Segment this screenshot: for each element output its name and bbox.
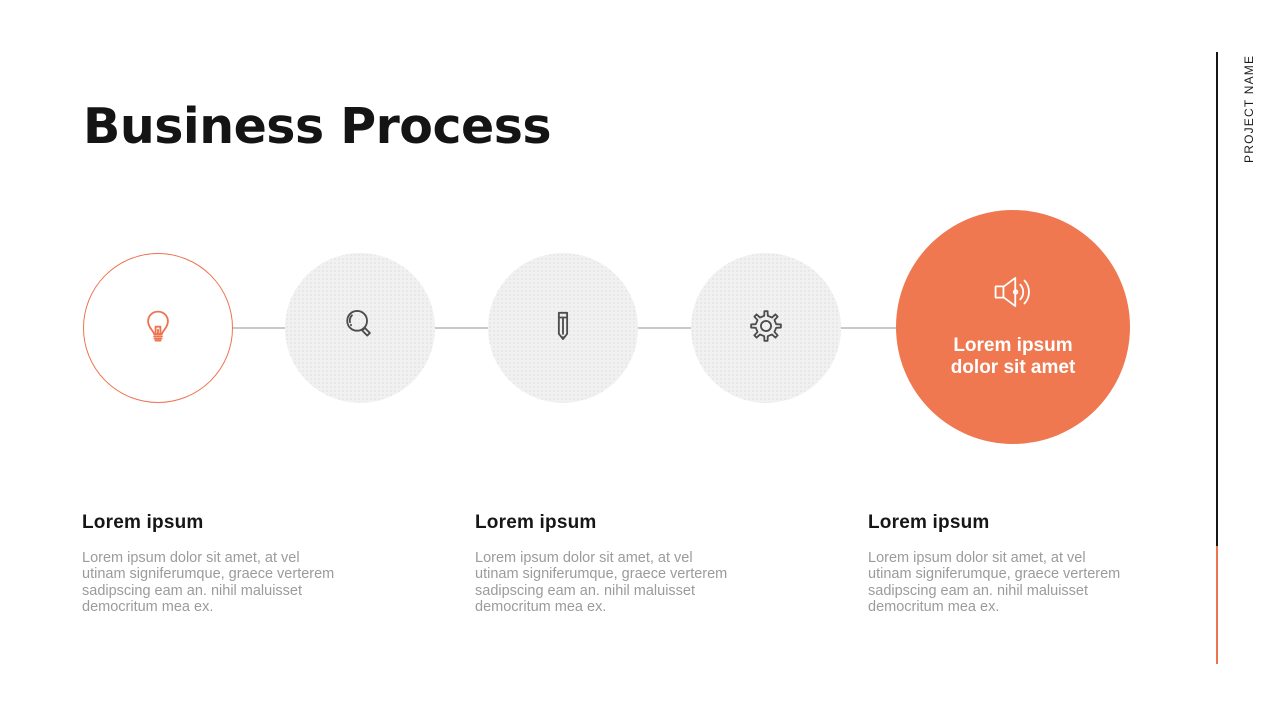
lightbulb-icon [135, 303, 181, 354]
process-step-4-settings [691, 253, 841, 403]
connector-line [638, 327, 691, 329]
speaker-icon [986, 271, 1040, 330]
column-heading: Lorem ipsum [82, 512, 204, 533]
text-column-2: Lorem ipsum Lorem ipsum dolor sit amet, … [475, 512, 787, 615]
column-heading: Lorem ipsum [868, 512, 990, 533]
process-step-5-announce: Lorem ipsum dolor sit amet [896, 210, 1130, 444]
gear-icon [743, 303, 789, 354]
pencil-icon [540, 303, 586, 354]
process-step-1-idea [83, 253, 233, 403]
column-body: Lorem ipsum dolor sit amet, at vel utina… [868, 550, 1121, 615]
column-heading: Lorem ipsum [475, 512, 597, 533]
column-body: Lorem ipsum dolor sit amet, at vel utina… [475, 550, 728, 615]
magnifier-icon [337, 303, 383, 354]
text-column-3: Lorem ipsum Lorem ipsum dolor sit amet, … [868, 512, 1180, 615]
page-title: Business Process [83, 98, 552, 155]
side-rule-accent [1216, 546, 1218, 664]
step-label: Lorem ipsum dolor sit amet [950, 335, 1076, 378]
connector-line [233, 327, 285, 329]
connector-line [841, 327, 896, 329]
column-body: Lorem ipsum dolor sit amet, at vel utina… [82, 550, 335, 615]
project-name-label: PROJECT NAME [1242, 54, 1256, 163]
process-step-2-research [285, 253, 435, 403]
connector-line [435, 327, 488, 329]
side-rule-black [1216, 52, 1218, 546]
text-column-1: Lorem ipsum Lorem ipsum dolor sit amet, … [82, 512, 394, 615]
process-step-3-design [488, 253, 638, 403]
